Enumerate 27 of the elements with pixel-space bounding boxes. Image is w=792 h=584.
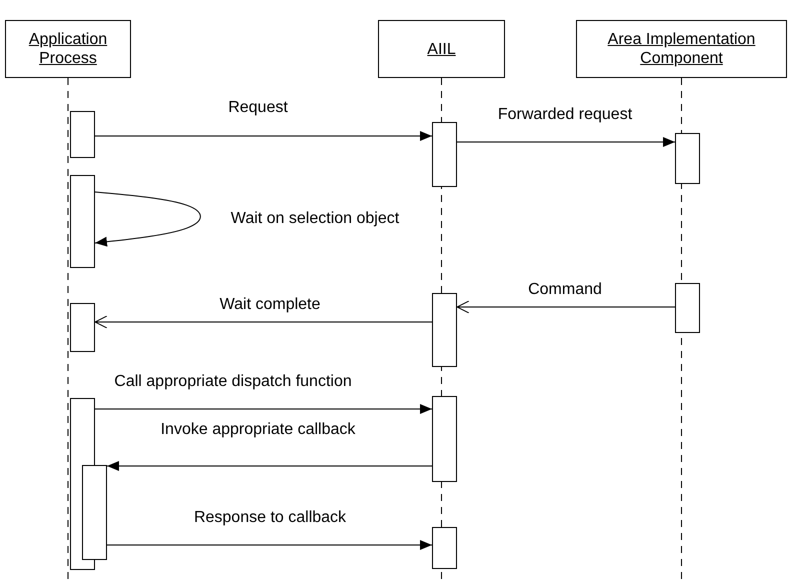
message-arrow: [94, 404, 432, 414]
message-arrow: [106, 461, 432, 471]
participant-box: [576, 20, 787, 78]
participant-box: [378, 20, 505, 78]
participant-name: AIIL: [427, 40, 456, 58]
activation-bar: [70, 303, 95, 352]
message-arrow: [94, 316, 432, 328]
participant-name: Application Process: [28, 30, 108, 68]
participant-name: Area Implementation Component: [606, 30, 756, 68]
activation-bar: [70, 175, 95, 268]
message-arrow: [94, 131, 432, 141]
activation-bar: [432, 396, 457, 482]
activation-bar: [70, 111, 95, 158]
message-label: Wait on selection object: [228, 210, 402, 228]
message-label: Wait complete: [218, 296, 322, 314]
message-arrow: [456, 300, 676, 314]
activation-bar: [82, 465, 107, 560]
message-arrow: [456, 137, 676, 147]
activation-bar: [675, 133, 700, 184]
activation-bar: [675, 283, 700, 333]
activation-bar: [432, 293, 457, 367]
participant-box: [5, 20, 131, 78]
self-message-arrow: [94, 192, 201, 247]
activation-bar: [432, 122, 457, 187]
message-arrow: [106, 540, 432, 550]
message-label: Call appropriate dispatch function: [112, 373, 354, 391]
activation-bar: [432, 527, 457, 569]
